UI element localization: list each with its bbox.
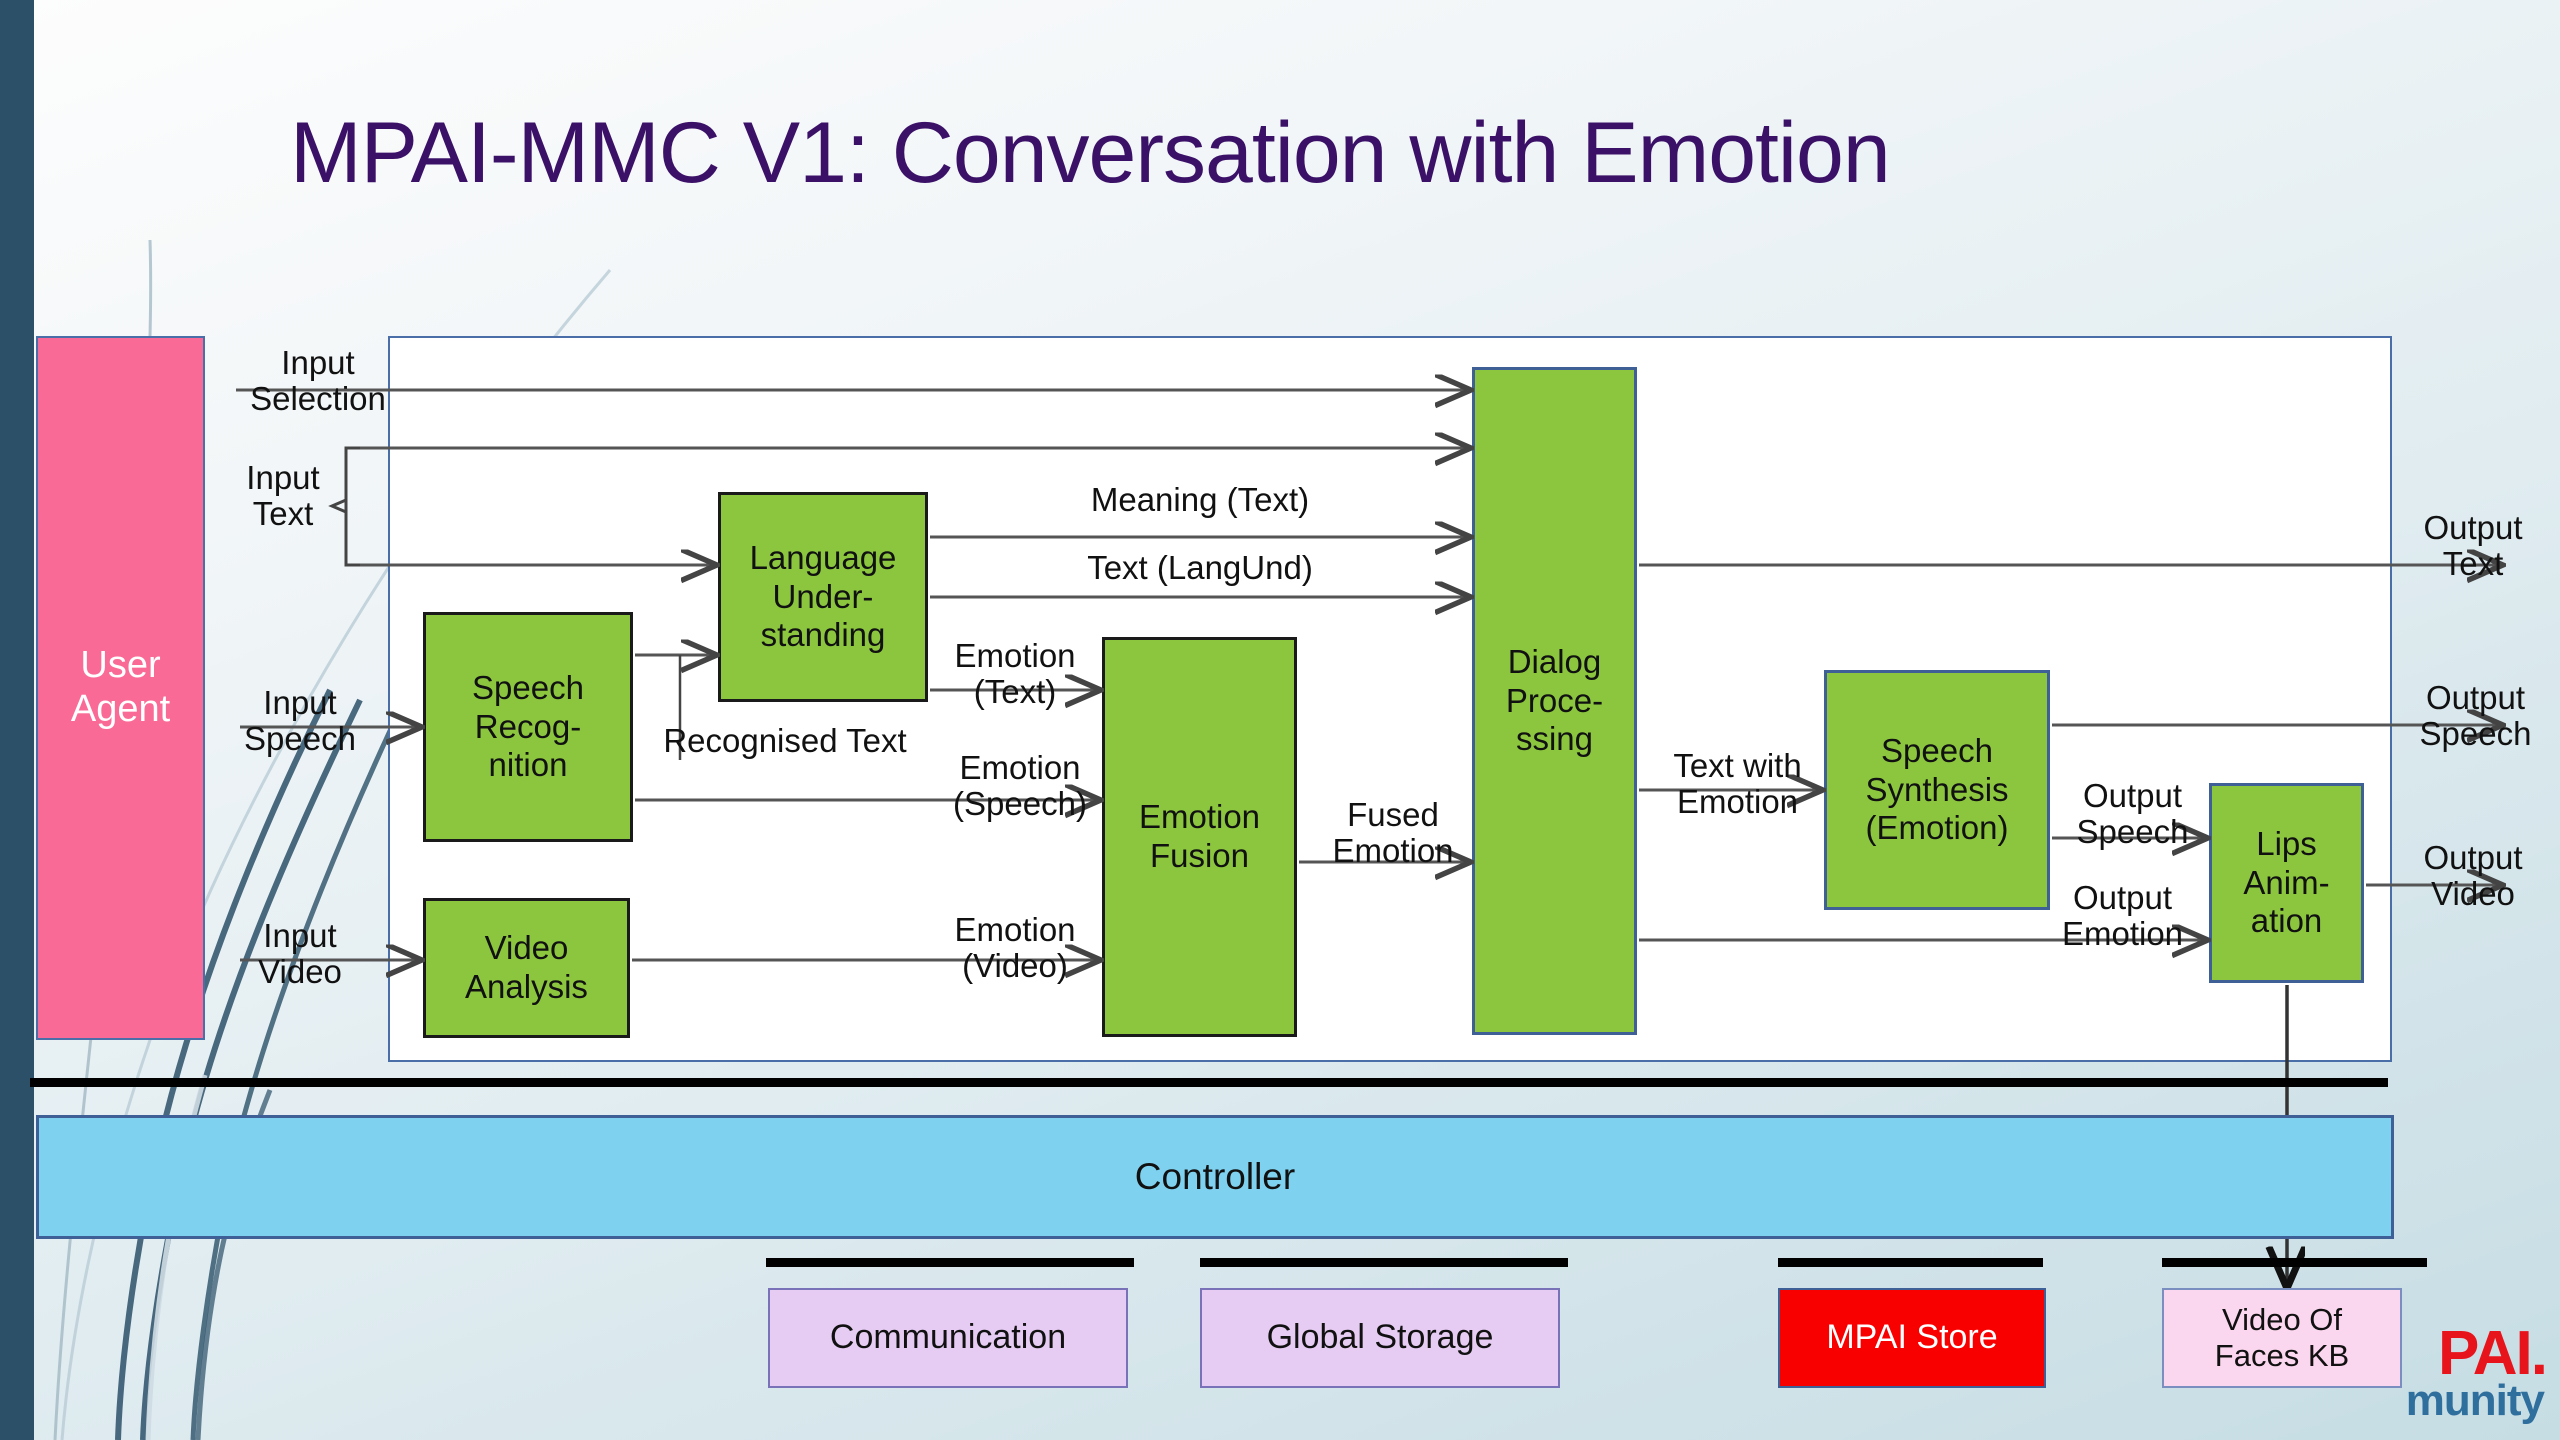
label-recognised-text: Recognised Text [663, 722, 907, 759]
user-agent-label: User Agent [70, 644, 171, 730]
slide-title: MPAI-MMC V1: Conversation with Emotion [290, 105, 1891, 201]
bus-bar-communication [766, 1258, 1134, 1267]
bus-bar-mpai-store [1778, 1258, 2043, 1267]
controller-label: Controller [1134, 1156, 1296, 1197]
label-emotion-video: Emotion(Video) [954, 911, 1076, 984]
communication-box[interactable]: Communication [768, 1288, 1128, 1388]
mpai-community-logo: PAI. munity [2304, 1314, 2554, 1434]
bus-bar-global-storage [1200, 1258, 1568, 1267]
logo-secondary-text: munity [2405, 1376, 2545, 1425]
label-text-langund: Text (LangUnd) [1087, 549, 1313, 586]
upper-bus-bar [30, 1078, 2388, 1087]
label-emotion-speech: Emotion(Speech) [953, 749, 1087, 822]
bus-bar-video-faces-kb [2162, 1258, 2427, 1267]
mpai-store-label: MPAI Store [1826, 1318, 1998, 1357]
controller-bar[interactable]: Controller [36, 1115, 2394, 1239]
left-rail-decoration [0, 0, 34, 1440]
user-agent-box[interactable]: User Agent [36, 336, 205, 1040]
global-storage-label: Global Storage [1266, 1318, 1494, 1357]
aiw-container [388, 336, 2392, 1062]
logo-primary-text: PAI. [2438, 1319, 2548, 1388]
global-storage-box[interactable]: Global Storage [1200, 1288, 1560, 1388]
mpai-store-box[interactable]: MPAI Store [1778, 1288, 2046, 1388]
label-emotion-text: Emotion(Text) [954, 637, 1076, 710]
communication-label: Communication [829, 1318, 1067, 1357]
label-meaning-text: Meaning (Text) [1090, 481, 1310, 518]
